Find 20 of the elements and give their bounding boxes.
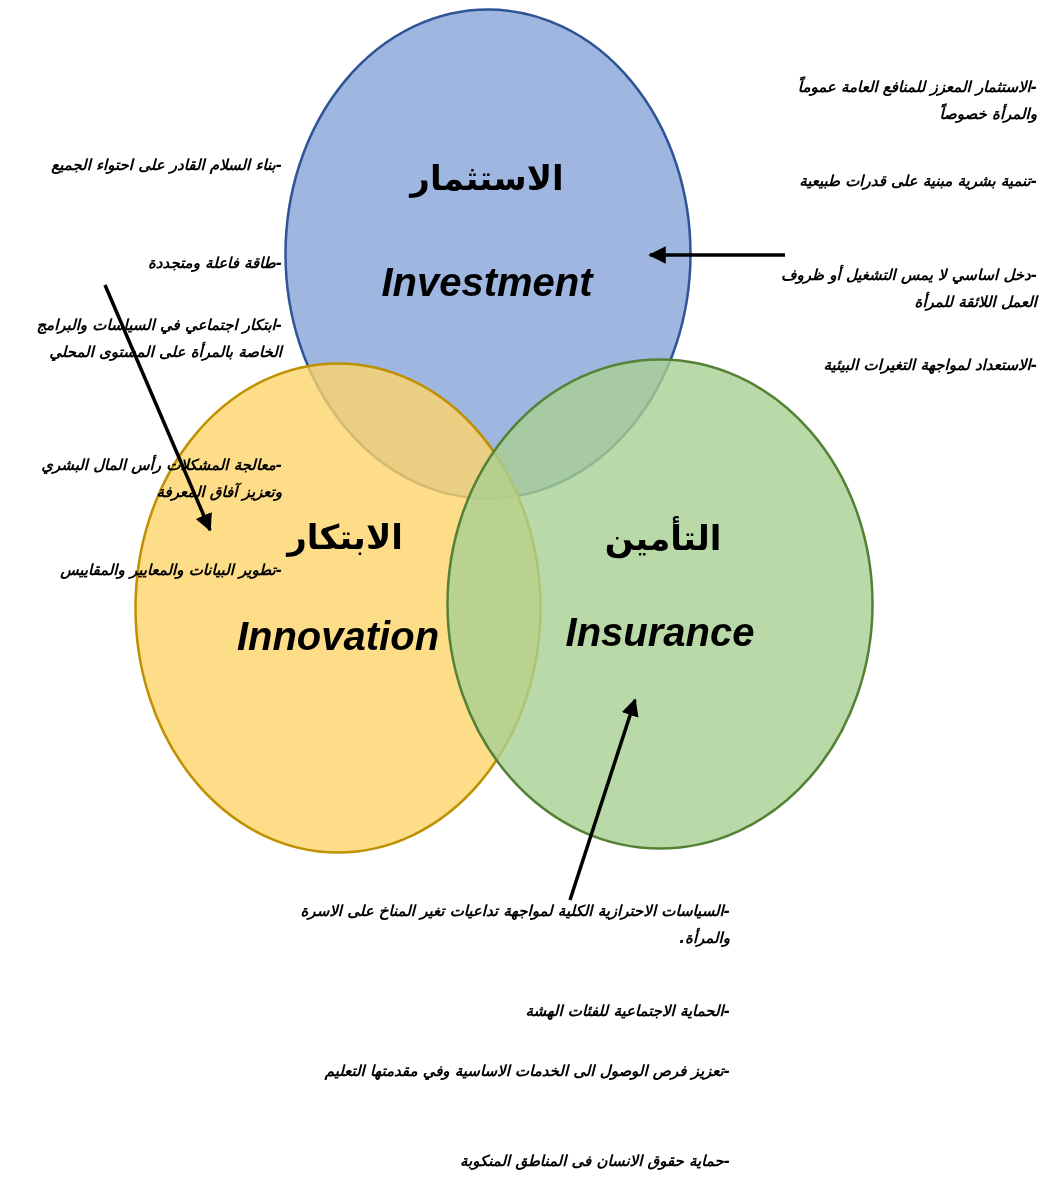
list-item: -بناء السلام القادر على احتواء الجميع xyxy=(50,155,282,176)
circle-subtitle: Investment xyxy=(381,259,593,306)
list-item: -طاقة فاعلة ومتجددة xyxy=(147,253,282,274)
list-item: -دخل اساسي لا يمس التشغيل أو ظروف العمل اللائقة للمرأة xyxy=(780,263,1037,313)
list-item: -السياسات الاحترازية الكلية لمواجهة تداعيات تغير المناخ على الاسرة والمرأة. xyxy=(299,901,730,949)
circle-subtitle: Innovation xyxy=(236,613,440,660)
list-item: -الحماية الاجتماعية للفئات الهشة xyxy=(524,1001,730,1022)
circle-title: الابتكار xyxy=(287,517,403,558)
circle-title: الاستثمار xyxy=(410,158,564,199)
list-item: -الاستعداد لمواجهة التغيرات البيئية xyxy=(822,355,1037,376)
list-item: -حماية حقوق الانسان فى المناطق المنكوبة xyxy=(459,1151,730,1172)
list-item: -تنمية بشرية مبنية على قدرات طبيعية xyxy=(798,171,1037,192)
list-item: -الاستثمار المعزز للمنافع العامة عموماً والمرأة خصوصاً xyxy=(796,75,1037,125)
circle-subtitle: Insurance xyxy=(565,609,755,656)
list-item: -تعزيز فرص الوصول الى الخدمات الاساسية وفي مقدمتها التعليم xyxy=(323,1061,730,1082)
arrow xyxy=(103,284,212,532)
circle-title: التأمين xyxy=(604,518,722,559)
arrow xyxy=(568,698,639,901)
arrow xyxy=(648,246,785,264)
list-item: -تطوير البيانات والمعايير والمقاييس xyxy=(59,560,282,581)
